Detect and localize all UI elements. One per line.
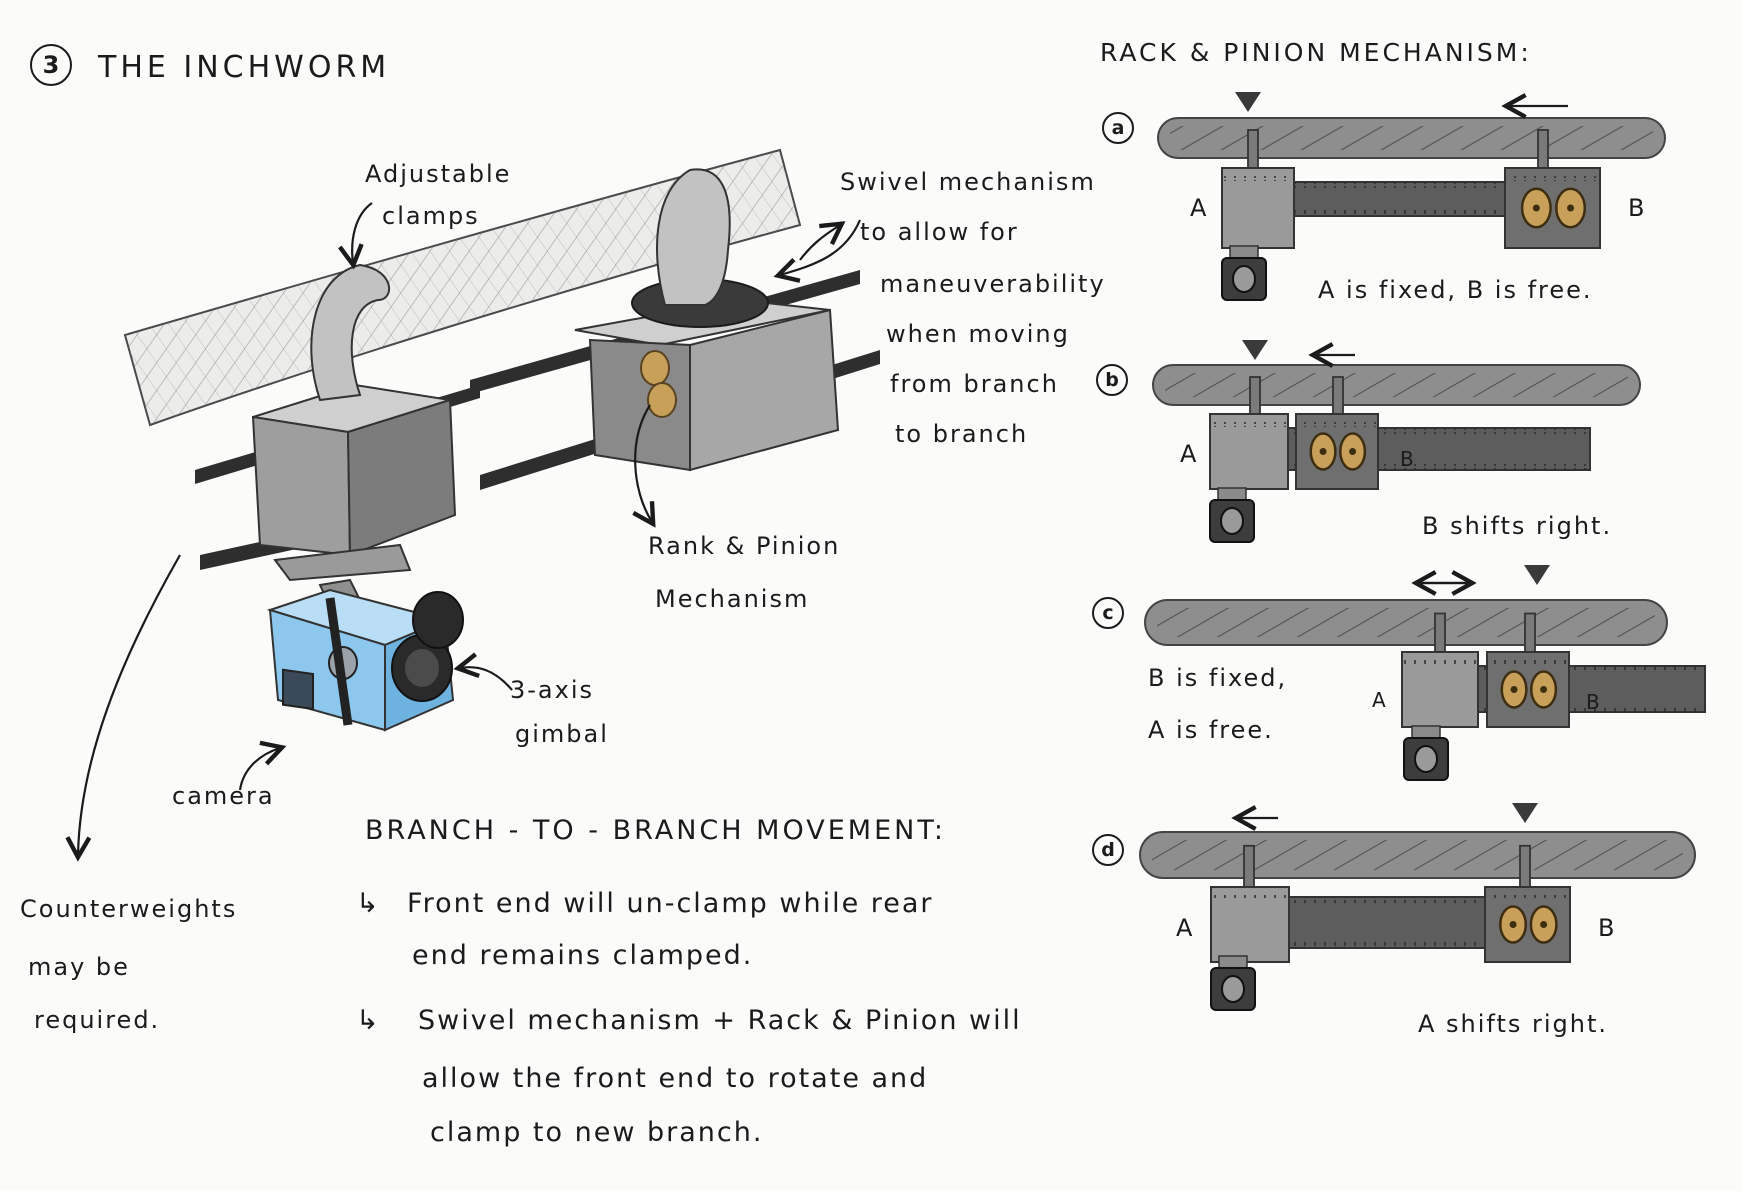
step-d-gear-hub-1 [1509, 921, 1517, 928]
step-d-caption: A shifts right. [1418, 1010, 1609, 1038]
step-c-caption-2: A is free. [1148, 716, 1274, 744]
step-b-left-label: A [1180, 440, 1199, 468]
step-d-right-label: B [1598, 914, 1617, 942]
step-c-gear-hub-2 [1540, 686, 1548, 693]
step-c-badge: c [1092, 597, 1124, 629]
movement-bullet-2-line-3: clamp to new branch. [430, 1117, 764, 1148]
page-title: THE INCHWORM [98, 50, 391, 85]
rack-step-d-drawing [1139, 803, 1696, 1011]
step-a-gear-hub-2 [1567, 204, 1575, 212]
step-number-circle: 3 [30, 44, 72, 86]
rack-step-c-drawing [1144, 565, 1706, 781]
bullet-arrow-2: ↳ [356, 1005, 381, 1036]
step-d-block-b-teeth [1485, 895, 1570, 900]
step-b-right-label: B [1400, 447, 1416, 471]
label-counterweights-2: may be [28, 953, 130, 981]
label-swivel-3: maneuverability [880, 270, 1106, 298]
step-c-caption-1: B is fixed, [1148, 664, 1288, 692]
step-d-gear-hub-2 [1540, 921, 1548, 928]
camera [266, 588, 464, 732]
step-c-camera-lens [1414, 745, 1438, 773]
step-a-badge: a [1102, 112, 1134, 144]
step-b-camera-lens [1220, 507, 1244, 535]
step-c-gear-hub-1 [1510, 686, 1518, 693]
rear-clamp [310, 263, 391, 402]
rack-heading: RACK & PINION MECHANISM: [1100, 38, 1532, 67]
branch [123, 148, 802, 427]
step-b-rack-teeth-bottom [1213, 464, 1590, 470]
step-b-gear-hub-2 [1349, 448, 1357, 455]
front-clamp [656, 168, 731, 306]
step-d-camera-lens [1221, 975, 1245, 1003]
label-rack-pinion-1: Rank & Pinion [648, 532, 841, 560]
step-a-branch-texture [1170, 126, 1653, 150]
rack-steps [1139, 92, 1706, 1011]
label-swivel-1: Swivel mechanism [840, 168, 1096, 196]
step-c-block-b-teeth [1487, 660, 1569, 665]
step-a-camera-lens [1232, 265, 1256, 293]
label-counterweights-1: Counterweights [20, 895, 238, 923]
label-swivel-4: when moving [886, 320, 1070, 348]
step-b-gear-hub-1 [1319, 448, 1327, 455]
label-swivel-5: from branch [890, 370, 1059, 398]
movement-bullet-1-line-1: Front end will un-clamp while rear [407, 888, 934, 919]
step-c-fixed-marker [1524, 565, 1550, 585]
step-d-branch-texture [1152, 840, 1683, 870]
step-b-badge: b [1096, 364, 1128, 396]
step-b-block-b-teeth [1296, 422, 1378, 427]
step-a-rack-teeth-top [1222, 182, 1600, 188]
label-clamps: clamps [382, 202, 480, 230]
step-d-fixed-marker [1512, 803, 1538, 823]
rack-step-a-drawing [1157, 92, 1666, 301]
step-c-branch-texture [1157, 608, 1655, 637]
step-a-right-label: B [1628, 194, 1647, 222]
step-a-gear-hub-1 [1532, 204, 1540, 212]
rear-clamp-box [251, 383, 457, 557]
label-counterweights-3: required. [34, 1006, 161, 1034]
label-rack-pinion-2: Mechanism [655, 585, 810, 613]
step-c-left-label: A [1372, 688, 1388, 712]
pinion-gears [640, 350, 677, 418]
label-camera: camera [172, 782, 275, 810]
movement-heading: BRANCH - TO - BRANCH MOVEMENT: [365, 815, 946, 846]
label-swivel-2: to allow for [860, 218, 1019, 246]
step-a-block-a-teeth [1222, 176, 1294, 181]
step-b-rack-teeth-top [1213, 428, 1590, 434]
label-gimbal-2: gimbal [515, 720, 609, 748]
rack-step-b-drawing [1152, 340, 1641, 543]
step-a-caption: A is fixed, B is free. [1318, 276, 1593, 304]
step-d-rack-teeth-top [1211, 897, 1570, 903]
bullet-arrow-1: ↳ [356, 888, 381, 919]
label-swivel-6: to branch [895, 420, 1029, 448]
movement-bullet-2-line-1: Swivel mechanism + Rack & Pinion will [418, 1005, 1022, 1036]
label-adjustable: Adjustable [365, 160, 512, 188]
step-b-fixed-marker [1242, 340, 1268, 360]
step-a-left-label: A [1190, 194, 1209, 222]
step-d-block-a-teeth [1211, 895, 1289, 900]
movement-bullet-1-line-2: end remains clamped. [412, 940, 754, 971]
step-d-rack-teeth-bottom [1211, 942, 1570, 948]
step-a-fixed-marker [1235, 92, 1261, 112]
step-d-left-label: A [1176, 914, 1195, 942]
step-a-block-a [1221, 167, 1295, 249]
step-d-badge: d [1092, 834, 1124, 866]
movement-bullet-2-line-2: allow the front end to rotate and [422, 1063, 929, 1094]
step-b-block-a-teeth [1210, 422, 1288, 427]
label-gimbal-1: 3-axis [510, 676, 595, 704]
step-a-rack-teeth-bottom [1222, 210, 1600, 216]
step-b-branch-texture [1165, 373, 1628, 397]
step-a-block-b-teeth [1505, 176, 1600, 181]
callout-arrows [78, 202, 862, 855]
step-c-right-label: B [1586, 690, 1602, 714]
step-b-caption: B shifts right. [1422, 512, 1613, 540]
step-c-block-a-teeth [1402, 660, 1478, 665]
